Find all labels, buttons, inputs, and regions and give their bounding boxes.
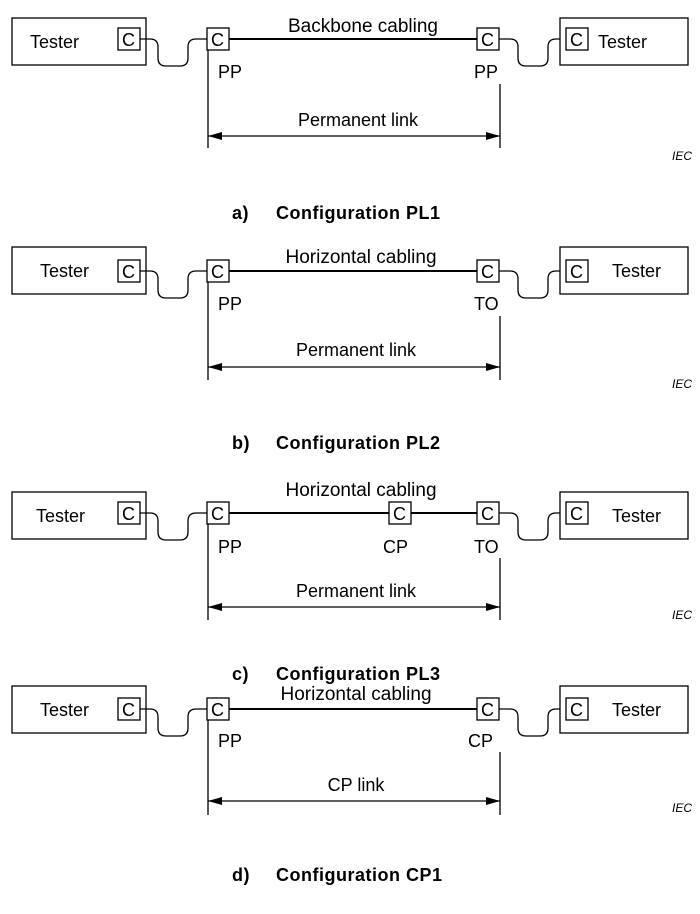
connector-label: C: [211, 30, 224, 50]
cp-label: CP: [383, 537, 408, 557]
patch-cord-left: [140, 270, 207, 299]
caption-letter: c): [232, 664, 249, 684]
connector-label: C: [122, 262, 135, 282]
connector-label: C: [570, 30, 583, 50]
connector-label: C: [481, 262, 494, 282]
connector-tester-right: [565, 27, 589, 51]
cabling-label: Backbone cabling: [288, 16, 438, 37]
caption-letter: b): [232, 433, 250, 453]
panel-b: Tester C C Horizontal cabling C C Tester…: [11, 246, 692, 453]
connector-label: C: [122, 30, 135, 50]
tester-left-label: Tester: [40, 261, 89, 281]
connector-label: C: [393, 504, 406, 524]
cp-label: CP: [468, 731, 493, 751]
connector-label: C: [570, 700, 583, 720]
cabling-label: Horizontal cabling: [285, 480, 436, 501]
connector-label: C: [481, 700, 494, 720]
patch-cord-left: [140, 512, 207, 541]
connector-label: C: [481, 30, 494, 50]
tester-right-label: Tester: [612, 261, 661, 281]
caption-text: Configuration PL2: [276, 433, 441, 453]
tester-left-label: Tester: [36, 506, 85, 526]
panel-a: Tester C C Backbone cabling C C Tester P…: [11, 16, 692, 223]
connector-tester-right: [565, 697, 589, 721]
tester-right-label: Tester: [612, 506, 661, 526]
caption-text: Configuration PL3: [276, 664, 441, 684]
connector-label: C: [211, 504, 224, 524]
patch-cord-left: [140, 708, 207, 737]
tester-left-label: Tester: [40, 700, 89, 720]
pp-label-right: PP: [474, 62, 498, 82]
cabling-label: Horizontal cabling: [285, 247, 436, 268]
iec-mark: IEC: [672, 608, 692, 622]
connector-label: C: [570, 262, 583, 282]
link-label: Permanent link: [296, 340, 417, 360]
patch-cord-left: [140, 38, 207, 67]
link-label: CP link: [328, 775, 386, 795]
connector-tester-right: [565, 259, 589, 283]
patch-cord-right: [499, 270, 566, 299]
link-label: Permanent link: [298, 110, 419, 130]
pp-label: PP: [218, 731, 242, 751]
caption-text: Configuration PL1: [276, 203, 441, 223]
tester-right-label: Tester: [598, 32, 647, 52]
connector-label: C: [122, 504, 135, 524]
iec-mark: IEC: [672, 801, 692, 815]
tester-right-label: Tester: [612, 700, 661, 720]
to-label: TO: [474, 537, 499, 557]
tester-left-label: Tester: [30, 32, 79, 52]
patch-cord-right: [499, 708, 566, 737]
panel-d: Tester C C Horizontal cabling C C Tester…: [11, 684, 692, 885]
connector-tester-right: [565, 501, 589, 525]
caption-letter: d): [232, 865, 250, 885]
connector-label: C: [211, 700, 224, 720]
caption-letter: a): [232, 203, 249, 223]
connector-label: C: [122, 700, 135, 720]
to-label: TO: [474, 294, 499, 314]
cabling-label: Horizontal cabling: [280, 684, 431, 705]
panel-c: Tester C C C Horizontal cabling C C Test…: [11, 480, 692, 684]
pp-label-left: PP: [218, 62, 242, 82]
patch-cord-right: [499, 38, 566, 67]
caption-text: Configuration CP1: [276, 865, 443, 885]
connector-label: C: [481, 504, 494, 524]
link-label: Permanent link: [296, 581, 417, 601]
pp-label: PP: [218, 537, 242, 557]
connector-label: C: [211, 262, 224, 282]
pp-label: PP: [218, 294, 242, 314]
iec-mark: IEC: [672, 149, 692, 163]
patch-cord-right: [499, 512, 566, 541]
iec-mark: IEC: [672, 377, 692, 391]
connector-label: C: [570, 504, 583, 524]
